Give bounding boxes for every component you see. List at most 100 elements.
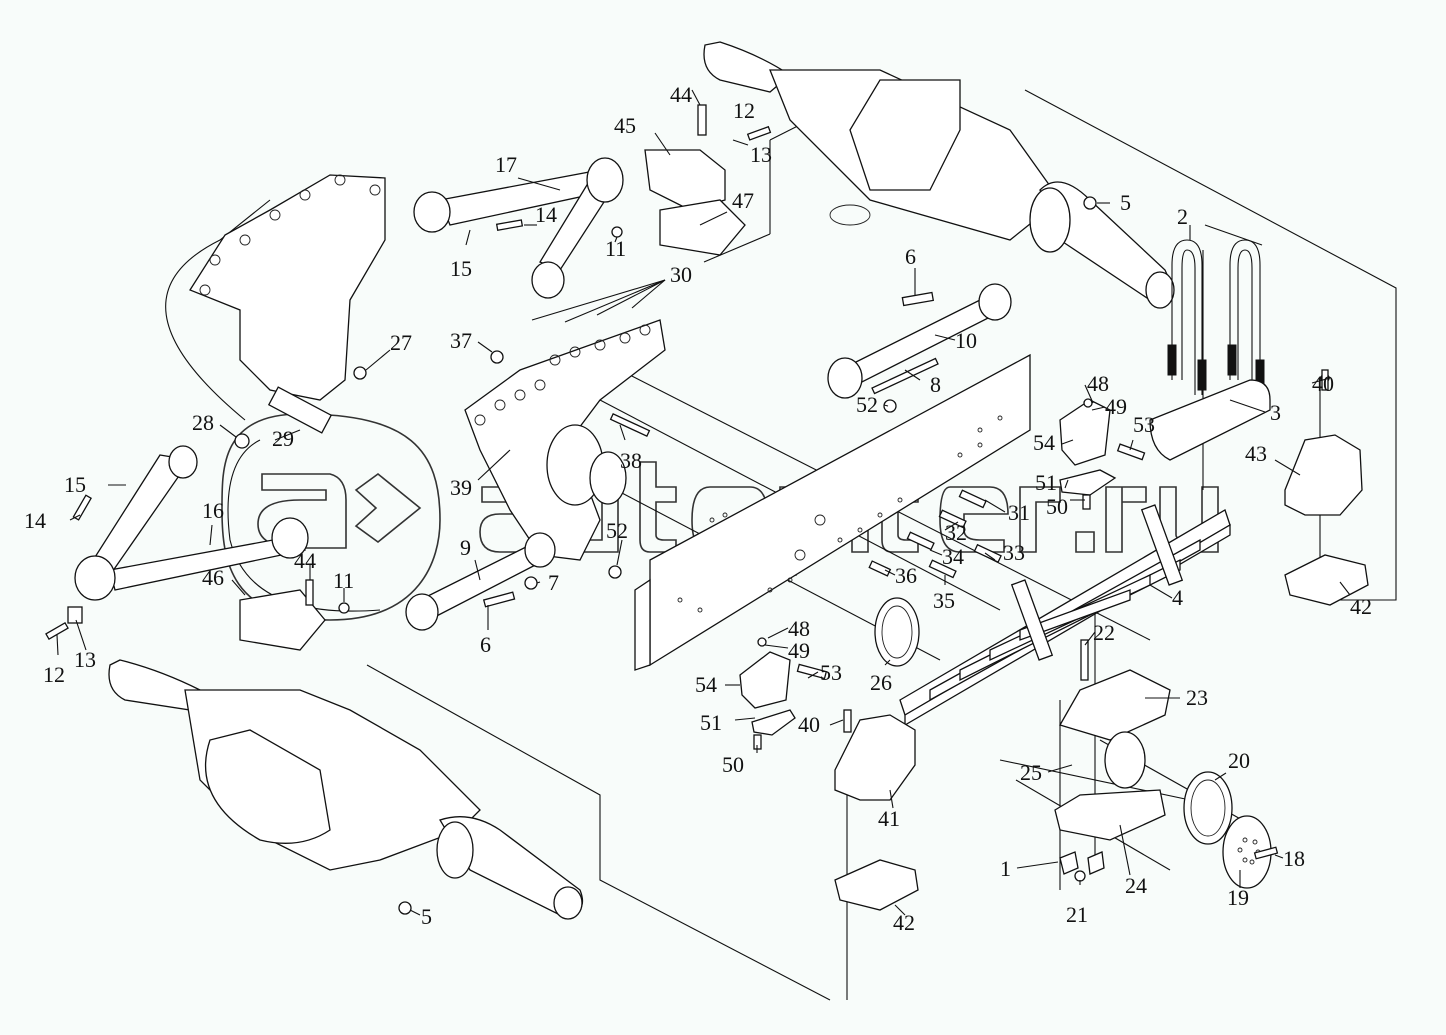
spring-hangers xyxy=(834,434,1369,911)
callout-46: 46 xyxy=(202,565,224,590)
callout-37: 37 xyxy=(450,328,472,353)
stop-brackets xyxy=(739,399,1117,736)
callout-49b: 49 xyxy=(788,638,810,663)
plate-51-lower xyxy=(751,709,796,736)
plate-42-lower xyxy=(834,859,919,911)
callout-43: 43 xyxy=(1245,441,1267,466)
callout-38: 38 xyxy=(620,448,642,473)
callout-49: 49 xyxy=(1105,394,1127,419)
callout-51b: 51 xyxy=(700,710,722,735)
callout-3: 3 xyxy=(1270,400,1281,425)
callout-16: 16 xyxy=(202,498,224,523)
callout-7: 7 xyxy=(548,570,559,595)
callout-31: 31 xyxy=(1008,500,1030,525)
frame-rail xyxy=(634,353,1031,671)
callout-15: 15 xyxy=(450,256,472,281)
callout-27: 27 xyxy=(390,330,412,355)
u-bolts-2 xyxy=(1167,239,1265,395)
watermark-logo-a xyxy=(257,473,347,549)
callout-48b: 48 xyxy=(788,616,810,641)
callout-32: 32 xyxy=(945,520,967,545)
plate-42-upper xyxy=(1284,554,1369,606)
front-axle-housing xyxy=(108,659,584,920)
callout-18: 18 xyxy=(1283,846,1305,871)
callout-1: 1 xyxy=(1000,856,1011,881)
leader-lines xyxy=(56,89,1351,916)
axle-end-upper xyxy=(1145,271,1175,309)
hanger-41 xyxy=(834,714,916,801)
callout-39: 39 xyxy=(450,475,472,500)
rod-brackets xyxy=(239,149,746,651)
balance-bracket xyxy=(464,319,666,561)
callout-34: 34 xyxy=(942,544,964,569)
callout-48: 48 xyxy=(1087,371,1109,396)
shim-plate-29 xyxy=(267,386,333,434)
callout-50b: 50 xyxy=(722,752,744,777)
callout-17: 17 xyxy=(495,152,517,177)
bracket-54-upper xyxy=(1059,399,1111,466)
axle-end-lower xyxy=(553,886,583,920)
callout-2: 2 xyxy=(1177,204,1188,229)
callout-12b: 12 xyxy=(43,662,65,687)
callout-12: 12 xyxy=(733,98,755,123)
callout-6: 6 xyxy=(905,244,916,269)
callout-47: 47 xyxy=(732,188,754,213)
bracket-45 xyxy=(644,149,726,211)
callout-40: 40 xyxy=(1312,371,1334,396)
callout-41: 41 xyxy=(878,806,900,831)
callout-10: 10 xyxy=(955,328,977,353)
callout-52b: 52 xyxy=(606,518,628,543)
callout-53: 53 xyxy=(1133,412,1155,437)
callouts: 44 12 45 13 17 47 14 15 11 5 2 6 30 37 1… xyxy=(24,82,1372,935)
nut-21 xyxy=(1074,870,1086,882)
torque-rods xyxy=(74,157,1012,631)
leaf-spring-4 xyxy=(899,504,1231,727)
bushing-25 xyxy=(1104,731,1146,789)
bracket-54-lower xyxy=(739,651,791,709)
callout-15b: 15 xyxy=(64,472,86,497)
callout-13b: 13 xyxy=(74,647,96,672)
callout-11: 11 xyxy=(605,236,626,261)
callout-53b: 53 xyxy=(820,660,842,685)
callout-54: 54 xyxy=(1033,430,1055,455)
callout-8: 8 xyxy=(930,372,941,397)
callout-33: 33 xyxy=(1003,540,1025,565)
callout-23: 23 xyxy=(1186,685,1208,710)
callout-30: 30 xyxy=(670,262,692,287)
trunnion-assembly xyxy=(874,597,1272,889)
nut-1a xyxy=(1059,851,1079,875)
callout-42b: 42 xyxy=(893,910,915,935)
callout-21: 21 xyxy=(1066,902,1088,927)
plate-51-upper xyxy=(1059,469,1117,496)
callout-25: 25 xyxy=(1020,760,1042,785)
callout-54b: 54 xyxy=(695,672,717,697)
callout-14: 14 xyxy=(535,202,557,227)
frame-bracket-upper xyxy=(189,174,386,434)
callout-24: 24 xyxy=(1125,873,1147,898)
callout-44b: 44 xyxy=(294,548,316,573)
callout-35: 35 xyxy=(933,588,955,613)
callout-5b: 5 xyxy=(421,904,432,929)
callout-40b: 40 xyxy=(798,712,820,737)
callout-22: 22 xyxy=(1093,620,1115,645)
callout-51: 51 xyxy=(1035,470,1057,495)
callout-14b: 14 xyxy=(24,508,46,533)
callout-42: 42 xyxy=(1350,594,1372,619)
fasteners xyxy=(45,104,1330,915)
nut-1b xyxy=(1087,851,1105,875)
rear-axle-housing xyxy=(703,41,1175,309)
callout-11b: 11 xyxy=(333,568,354,593)
lower-cap-24 xyxy=(1054,789,1166,841)
callout-28: 28 xyxy=(192,410,214,435)
callout-5: 5 xyxy=(1120,190,1131,215)
callout-45: 45 xyxy=(614,113,636,138)
callout-4: 4 xyxy=(1172,585,1183,610)
spring-seat-3 xyxy=(1149,379,1271,461)
callout-19: 19 xyxy=(1227,885,1249,910)
callout-13: 13 xyxy=(750,142,772,167)
bracket-46 xyxy=(239,589,326,651)
callout-36: 36 xyxy=(895,563,917,588)
watermark-logo-arrow xyxy=(354,472,422,544)
callout-44: 44 xyxy=(670,82,692,107)
